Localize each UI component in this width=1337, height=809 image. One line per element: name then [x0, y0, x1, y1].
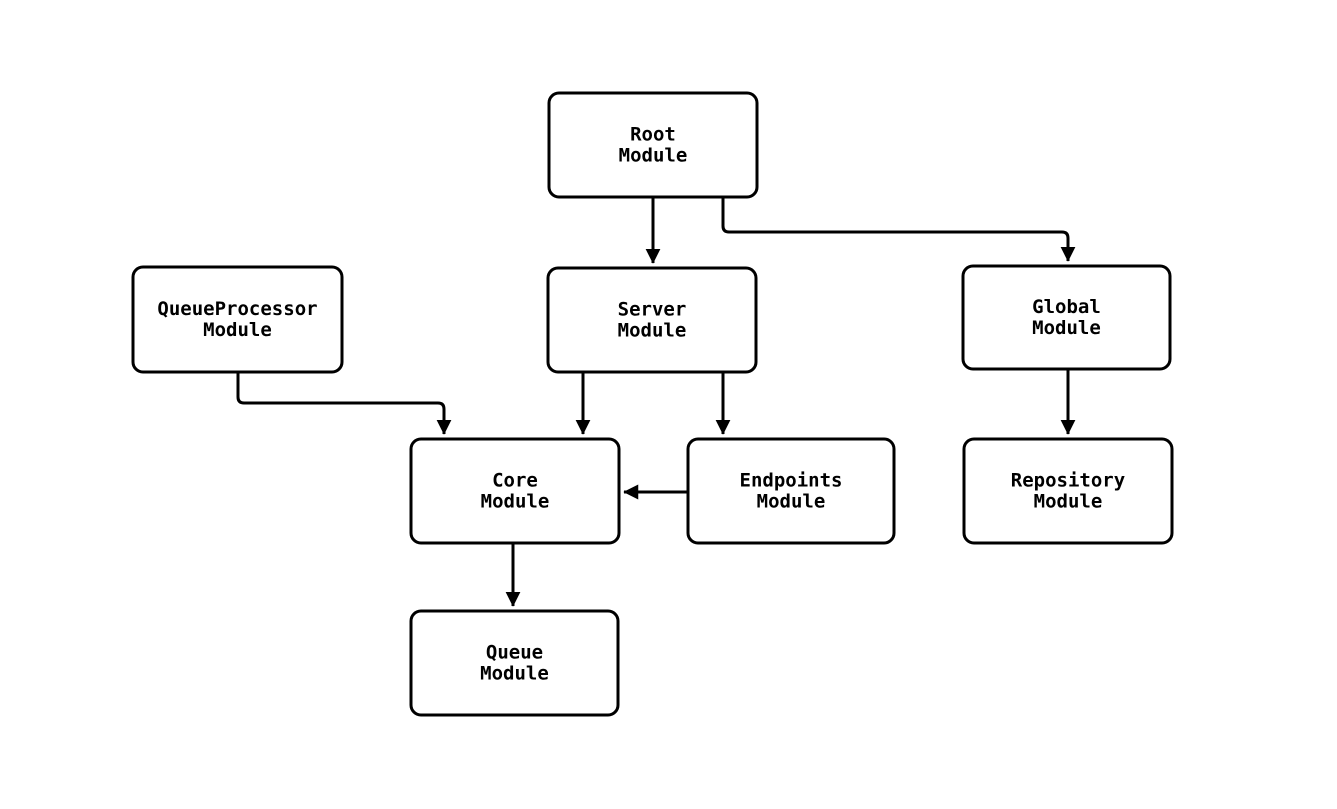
- queue-box: [409, 609, 620, 717]
- core-box: [409, 437, 621, 545]
- queueprocessor-box: [131, 265, 344, 374]
- repository-box: [962, 437, 1174, 545]
- root-box: [547, 91, 759, 199]
- global-box: [961, 264, 1172, 371]
- edges-layer: [236, 197, 1076, 607]
- server-box: [546, 266, 758, 374]
- edge-root-global: [721, 197, 1076, 262]
- endpoints-box: [686, 437, 896, 545]
- edge-queueprocessor-core: [236, 372, 452, 435]
